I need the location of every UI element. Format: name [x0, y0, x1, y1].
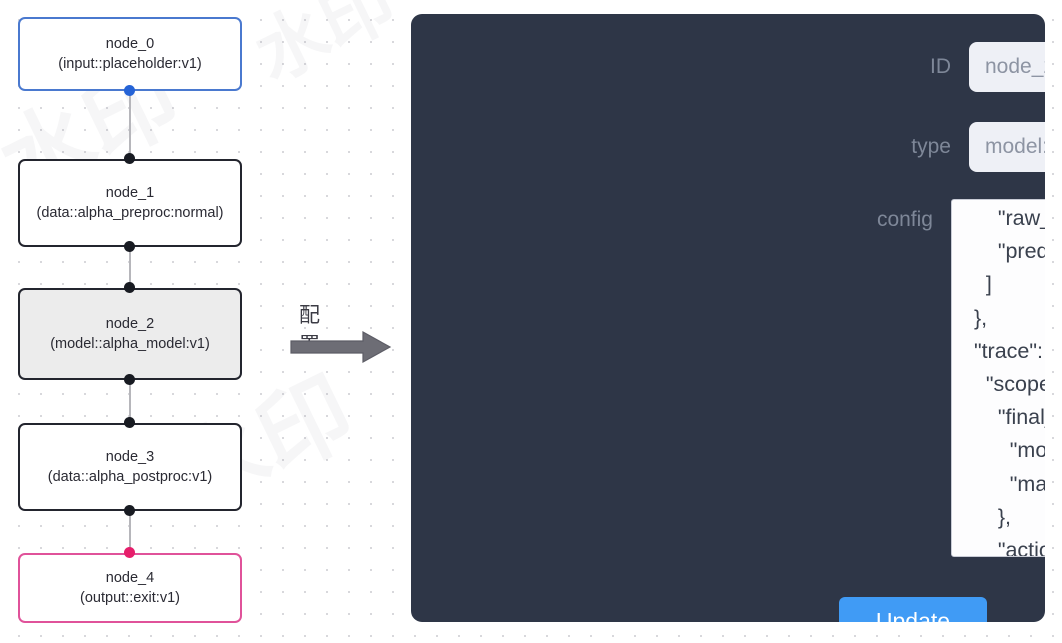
node_2-source-handle[interactable]	[124, 374, 135, 385]
edge-node2-node3	[129, 380, 131, 423]
node_2-target-handle[interactable]	[124, 282, 135, 293]
graph-node-label: node_3 (data::alpha_postproc:v1)	[47, 449, 213, 485]
type-field-label: type	[911, 135, 951, 158]
id-field-label: ID	[930, 55, 951, 78]
graph-node-node_4[interactable]: node_4 (output::exit:v1)	[18, 553, 242, 623]
edge-node0-node1	[129, 91, 131, 159]
graph-node-node_2[interactable]: node_2 (model::alpha_model:v1)	[18, 288, 242, 380]
graph-node-label: node_1 (data::alpha_preproc:normal)	[36, 185, 224, 221]
graph-node-node_0[interactable]: node_0 (input::placeholder:v1)	[18, 17, 242, 91]
config-field-label: config	[876, 208, 933, 231]
graph-node-label: node_0 (input::placeholder:v1)	[58, 36, 202, 72]
node_3-target-handle[interactable]	[124, 417, 135, 428]
graph-node-node_3[interactable]: node_3 (data::alpha_postproc:v1)	[18, 423, 242, 511]
type-field-row: type	[841, 122, 1045, 172]
update-button[interactable]: Update	[839, 597, 987, 622]
edge-node3-node4	[129, 511, 131, 553]
node_1-source-handle[interactable]	[124, 241, 135, 252]
id-input[interactable]	[969, 42, 1045, 92]
config-textarea-content: "raw_action", "pred" ] }, "trace": { "sc…	[973, 206, 1045, 557]
watermark: 水印	[243, 0, 408, 97]
type-input[interactable]	[969, 122, 1045, 172]
graph-node-node_1[interactable]: node_1 (data::alpha_preproc:normal)	[18, 159, 242, 247]
node_0-source-handle[interactable]	[124, 85, 135, 96]
edge-node1-node2	[129, 247, 131, 288]
node_1-target-handle[interactable]	[124, 153, 135, 164]
graph-node-label: node_4 (output::exit:v1)	[80, 570, 180, 606]
config-textarea[interactable]: "raw_action", "pred" ] }, "trace": { "sc…	[951, 199, 1045, 557]
node_4-target-handle[interactable]	[124, 547, 135, 558]
id-field-row: ID	[841, 42, 1045, 92]
graph-node-label: node_2 (model::alpha_model:v1)	[50, 316, 210, 352]
node_3-source-handle[interactable]	[124, 505, 135, 516]
right-arrow-icon	[290, 330, 392, 364]
node-inspector-panel: ID type config "raw_action", "pred" ] },…	[411, 14, 1045, 622]
